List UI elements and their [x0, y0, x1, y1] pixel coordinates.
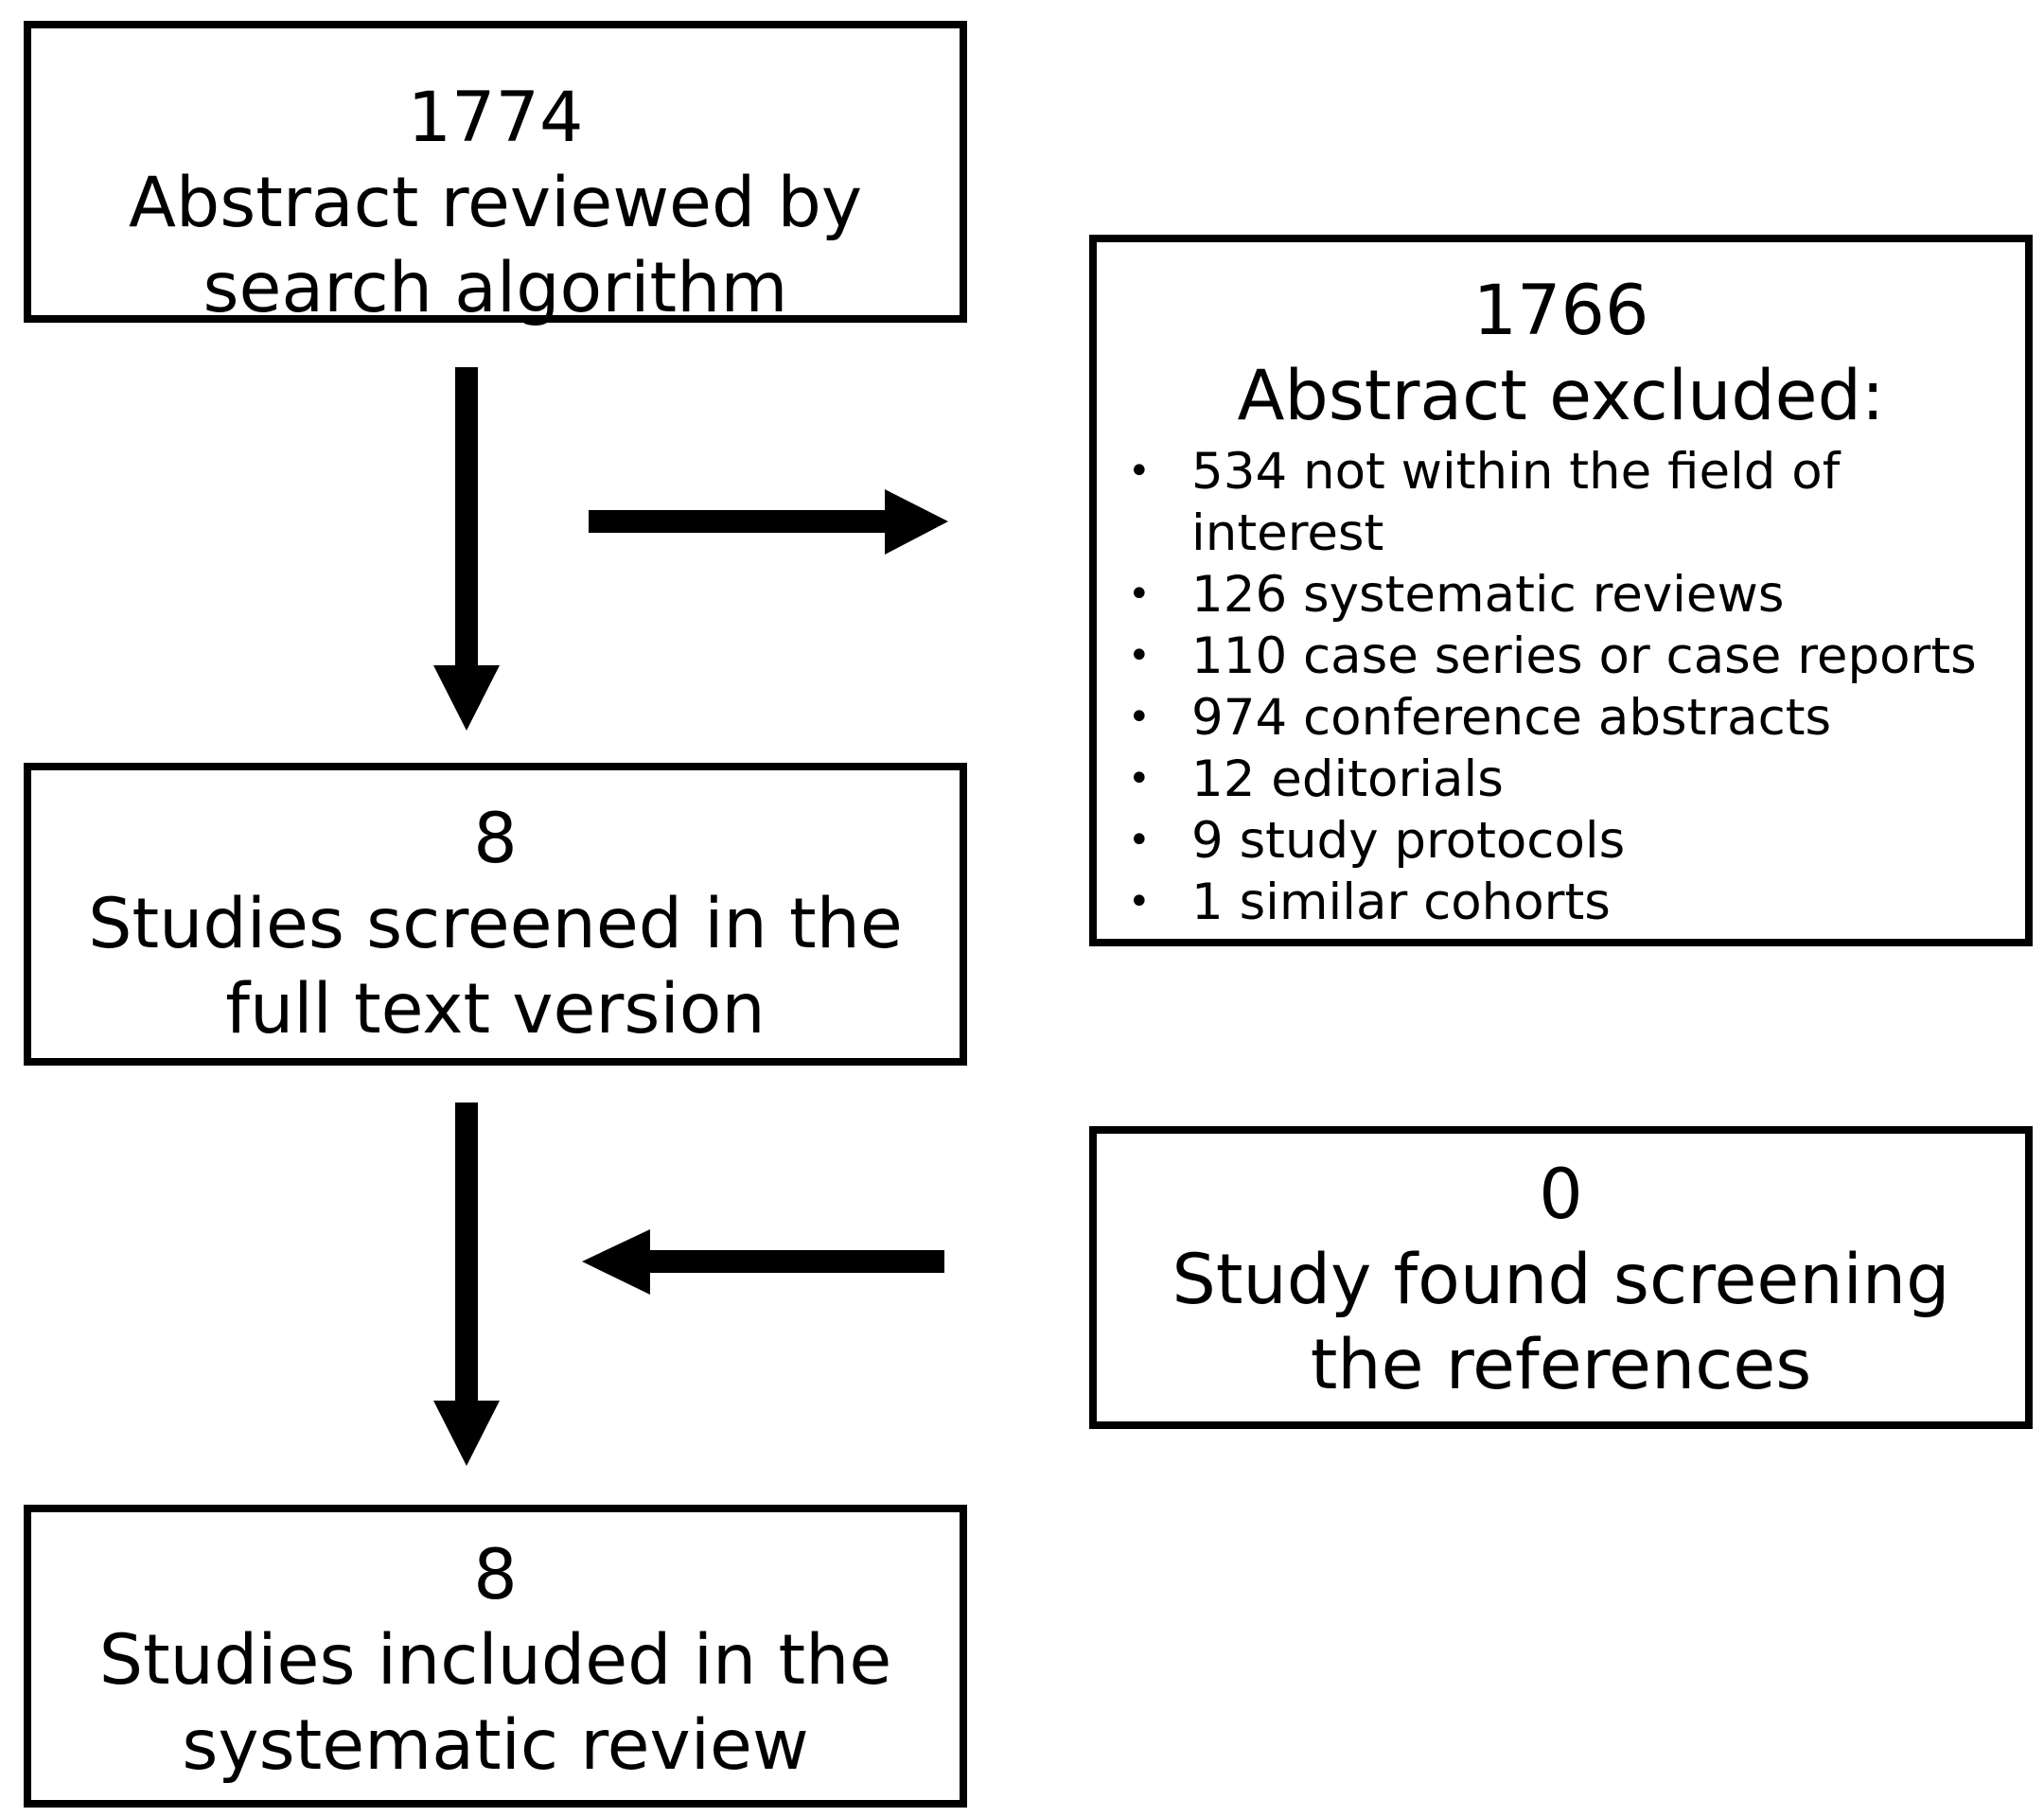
reference-screening-label-line-1: Study found screening — [1172, 1240, 1950, 1320]
bullet-icon: • — [1128, 634, 1151, 678]
exclusion-reason-item: • 974 conference abstracts — [1097, 687, 2025, 749]
exclusion-reason-text: 534 not within the field of — [1191, 443, 1841, 501]
exclusion-reasons-list: • 534 not within the field of interest •… — [1097, 441, 2025, 933]
arrow-down-icon — [433, 1103, 500, 1466]
reference-screening-label-line-2: the references — [1310, 1325, 1812, 1405]
exclusion-reason-item: • 126 systematic reviews — [1097, 564, 2025, 626]
exclusion-reason-item: • 12 editorials — [1097, 749, 2025, 810]
exclusion-reason-text: 12 editorials — [1191, 750, 1504, 808]
studies-included-label-line-2: systematic review — [182, 1705, 809, 1786]
arrow-right-icon — [589, 489, 948, 555]
bullet-icon: • — [1128, 880, 1151, 924]
reference-screening-box: 0 Study found screening the references — [1089, 1126, 2033, 1429]
exclusion-reason-text: 974 conference abstracts — [1191, 689, 1832, 747]
exclusion-reason-item: • 9 study protocols — [1097, 810, 2025, 872]
bullet-icon: • — [1128, 696, 1151, 739]
abstract-reviewed-count: 1774 — [407, 78, 584, 158]
abstract-excluded-box: 1766 Abstract excluded: • 534 not within… — [1089, 235, 2033, 946]
bullet-icon: • — [1128, 573, 1151, 616]
exclusion-reason-item: • 110 case series or case reports — [1097, 626, 2025, 687]
abstract-reviewed-label-line-2: search algorithm — [203, 248, 788, 328]
abstract-reviewed-label-line-1: Abstract reviewed by — [128, 163, 863, 243]
abstract-reviewed-box: 1774 Abstract reviewed by search algorit… — [24, 21, 967, 328]
exclusion-reason-text: 110 case series or case reports — [1191, 627, 1977, 685]
exclusion-reason-text-continued: interest — [1191, 504, 1384, 562]
exclusion-reason-item: • 1 similar cohorts — [1097, 872, 2025, 933]
reference-screening-count: 0 — [1539, 1155, 1583, 1235]
studies-screened-label-line-2: full text version — [225, 969, 766, 1050]
studies-included-box: 8 Studies included in the systematic rev… — [24, 1505, 967, 1808]
studies-included-label-line-1: Studies included in the — [98, 1620, 892, 1701]
exclusion-reason-text: 126 systematic reviews — [1191, 566, 1785, 624]
exclusion-reason-item: • 534 not within the field of interest — [1097, 441, 2025, 564]
arrow-left-icon — [582, 1229, 944, 1295]
studies-screened-count: 8 — [473, 799, 518, 879]
studies-screened-label-line-1: Studies screened in the — [88, 884, 903, 964]
bullet-icon: • — [1128, 450, 1151, 493]
arrow-down-icon — [433, 367, 500, 731]
abstract-excluded-title: Abstract excluded: — [1237, 356, 1885, 436]
studies-included-count: 8 — [473, 1535, 518, 1615]
studies-screened-box: 8 Studies screened in the full text vers… — [24, 763, 967, 1066]
abstract-excluded-count: 1766 — [1472, 271, 1649, 351]
exclusion-reason-text: 1 similar cohorts — [1191, 873, 1611, 931]
exclusion-reason-text: 9 study protocols — [1191, 812, 1626, 870]
bullet-icon: • — [1128, 757, 1151, 801]
bullet-icon: • — [1128, 819, 1151, 862]
